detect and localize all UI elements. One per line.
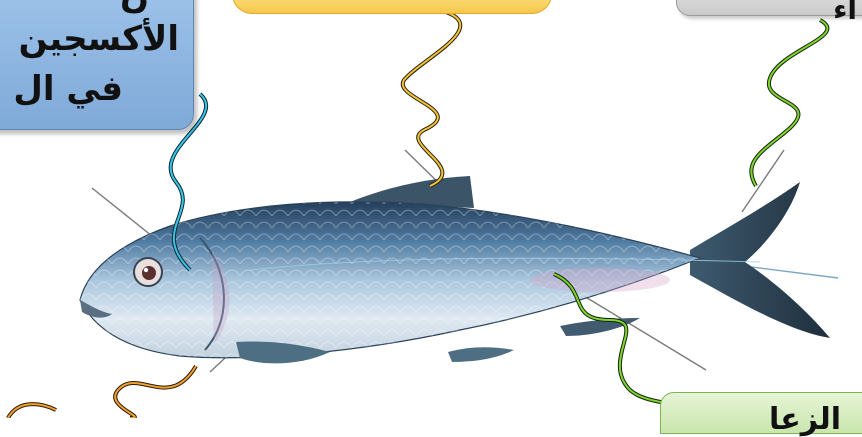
label-fins-text: الزعا — [769, 403, 841, 437]
pelvic-fin — [448, 347, 514, 362]
diagram-stage: ن الأكسجين في ال اء الزعا — [0, 0, 862, 418]
yellow-pointer — [403, 12, 461, 186]
label-oxygen-line2: الأكسجين — [19, 17, 179, 61]
label-box-fins: الزعا — [660, 392, 862, 434]
label-box-right: اء — [676, 0, 862, 16]
tail-fin — [690, 182, 830, 338]
label-oxygen-line1: ن — [120, 0, 149, 17]
fish-eye — [134, 258, 162, 286]
label-oxygen-line3: في ال — [13, 67, 123, 111]
label-box-oxygen: ن الأكسجين في ال — [0, 0, 194, 130]
label-box-top — [232, 0, 552, 14]
label-right-text: اء — [833, 0, 857, 25]
